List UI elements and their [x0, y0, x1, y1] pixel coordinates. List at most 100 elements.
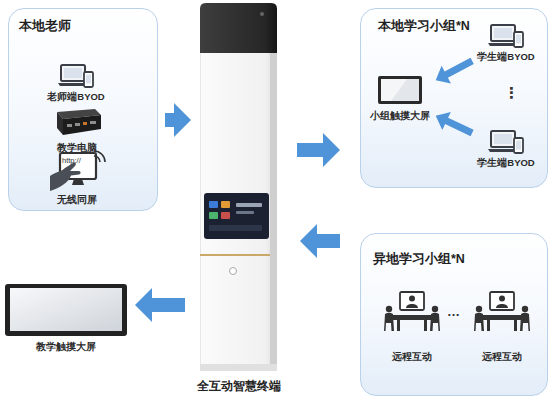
- icon-label: 教学触摸大屏: [36, 341, 96, 354]
- icon-label: 学生端BYOD: [477, 51, 534, 64]
- remote-meeting-icon: [384, 291, 440, 333]
- wifi-wave: [94, 156, 100, 162]
- laptop-display: [64, 68, 82, 78]
- phone-display: [516, 35, 521, 44]
- local-group: 本地学习小组*N学生端BYOD小组触摸大屏学生端BYOD: [360, 8, 548, 188]
- pc-side: [57, 112, 63, 135]
- group-title: 本地学习小组*N: [378, 18, 470, 35]
- attendee-body: [430, 313, 440, 331]
- attendee-body: [474, 313, 484, 331]
- device-button: [230, 268, 237, 275]
- device-trim: [200, 254, 270, 256]
- table-leg: [514, 320, 517, 331]
- block-arrow: [436, 112, 474, 136]
- icon-label: 学生端BYOD: [477, 157, 534, 170]
- wifi-wave: [94, 151, 105, 162]
- remote-person-head: [409, 296, 415, 302]
- icon-label: 小组触摸大屏: [370, 110, 430, 123]
- remote-meeting-icon: [474, 291, 530, 333]
- wireless-cast-icon: [48, 149, 106, 193]
- student-byod: 学生端BYOD: [473, 129, 539, 169]
- laptop-screen: [61, 65, 85, 81]
- pc-port: [83, 122, 87, 125]
- laptop-display: [494, 28, 512, 38]
- mini-pc-icon: [52, 108, 102, 138]
- teaching-screen: 教学触摸大屏: [3, 283, 129, 353]
- teacher-group: 本地老师老师端BYOD教学电脑无线同屏: [8, 8, 158, 211]
- byod-icon: [488, 23, 524, 49]
- ellipsis-mark: …: [447, 304, 460, 319]
- teacher-byod: 老师端BYOD: [41, 59, 111, 105]
- phone-display: [86, 75, 91, 84]
- device-body: [200, 3, 277, 371]
- block-arrow: [135, 288, 185, 322]
- remote-person-body: [496, 304, 508, 308]
- meeting-table: [483, 315, 521, 320]
- laptop-screen: [491, 25, 515, 41]
- screen-tile: [209, 212, 218, 219]
- screen-glare: [381, 79, 407, 101]
- remote-person-head: [499, 296, 505, 302]
- icon-label: 远程互动: [482, 351, 522, 364]
- screen-tile: [209, 201, 218, 208]
- pc-front: [63, 115, 101, 135]
- big-screen-frame: [5, 284, 127, 336]
- remote-interaction: 远程互动: [471, 289, 533, 365]
- meeting-table: [393, 315, 431, 320]
- table-leg: [397, 320, 400, 331]
- screen-frame: [378, 76, 422, 104]
- screen-tile: [236, 211, 254, 214]
- group-title: 异地学习小组*N: [373, 251, 465, 268]
- terminal-device: [200, 3, 277, 371]
- device-side: [270, 53, 277, 371]
- hand-shape: [50, 163, 81, 191]
- block-arrow: [165, 103, 191, 137]
- pc-port: [75, 123, 80, 126]
- smart-terminal: 全互动智慧终端: [200, 3, 277, 371]
- device-top: [200, 3, 277, 53]
- pc-port: [90, 121, 96, 124]
- screen-tile: [221, 212, 230, 219]
- attendee-head: [432, 306, 438, 312]
- attendee-head: [386, 306, 392, 312]
- big-touch-screen-icon: [4, 283, 128, 337]
- phone-body: [514, 138, 523, 153]
- big-screen-display: [10, 288, 122, 331]
- device-label: 全互动智慧终端: [197, 378, 281, 395]
- phone-body: [514, 32, 523, 47]
- pc-port: [67, 124, 72, 127]
- icon-label: 远程互动: [392, 351, 432, 364]
- screen-tile: [236, 203, 262, 207]
- table-leg: [487, 320, 490, 331]
- group-screen: 小组触摸大屏: [367, 73, 433, 125]
- group-title: 本地老师: [19, 18, 71, 35]
- block-arrow: [300, 224, 340, 258]
- byod-icon: [58, 63, 94, 89]
- icon-label: 老师端BYOD: [47, 91, 104, 104]
- block-arrow: [297, 133, 340, 167]
- table-leg: [424, 320, 427, 331]
- screen-tile: [209, 225, 262, 231]
- attendee-body: [384, 313, 394, 331]
- screen-display: [381, 79, 419, 101]
- device-base: [200, 364, 277, 371]
- remote-monitor: [400, 292, 424, 310]
- remote-monitor: [490, 292, 514, 310]
- icon-label: 无线同屏: [57, 194, 97, 207]
- ellipsis-mark: ⋮: [504, 84, 519, 102]
- attendee-head: [476, 306, 482, 312]
- device-screen: [204, 193, 269, 239]
- touch-screen-icon: [377, 75, 423, 105]
- attendee-head: [522, 306, 528, 312]
- phone-display: [516, 141, 521, 150]
- remote-person-body: [406, 304, 418, 308]
- student-byod: 学生端BYOD: [473, 23, 539, 63]
- byod-icon: [488, 129, 524, 155]
- laptop-screen: [491, 131, 515, 147]
- attendee-body: [520, 313, 530, 331]
- block-arrow: [436, 58, 474, 84]
- laptop-display: [494, 134, 512, 144]
- remote-interaction: 远程互动: [381, 289, 443, 365]
